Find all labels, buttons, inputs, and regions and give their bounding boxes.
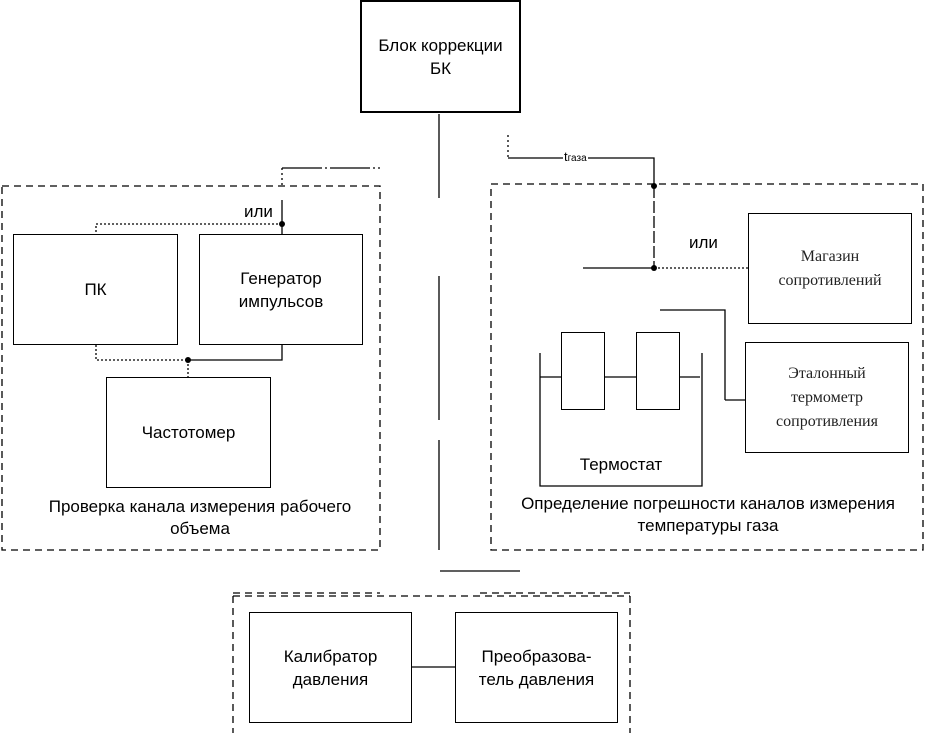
pressure-transducer-block: Преобразова- тель давления (455, 612, 618, 723)
frequency-meter-block: Частотомер (106, 377, 271, 488)
junction-dot (651, 265, 657, 271)
pressure-calibrator-block: Калибратор давления (249, 612, 412, 723)
sensor-probe-2 (636, 332, 680, 410)
correction-block: Блок коррекции БК (360, 0, 521, 113)
pc-label: ПК (84, 280, 107, 299)
junction-dot (651, 183, 657, 189)
resistance-box-block: Магазин сопротивлений (748, 213, 912, 324)
correction-block-line2: БК (429, 58, 452, 78)
thermostat-vessel (539, 353, 703, 487)
reference-thermometer-block: Эталонный термометр сопротивления (745, 342, 909, 453)
pc-block: ПК (13, 234, 178, 345)
volume-group-caption: Проверка канала измерения рабочего объем… (48, 497, 352, 538)
correction-block-line1: Блок коррекции (378, 35, 503, 55)
volume-or-label: или (244, 202, 273, 221)
temperature-group-border (490, 183, 924, 551)
pressure-group-border (232, 595, 631, 733)
thermostat-label: Термостат (579, 455, 663, 474)
gas-temp-line (508, 157, 655, 186)
temperature-group-caption: Определение погрешности каналов измерени… (521, 494, 895, 535)
sensor-probe-1 (561, 332, 605, 410)
junction-dot (185, 357, 191, 363)
temperature-or-label: или (689, 233, 718, 252)
volume-group-border (1, 185, 381, 551)
gas-temp-label: tгаза (563, 149, 588, 164)
pulse-generator-block: Генератор импульсов (199, 234, 363, 345)
junction-dot (279, 221, 285, 227)
